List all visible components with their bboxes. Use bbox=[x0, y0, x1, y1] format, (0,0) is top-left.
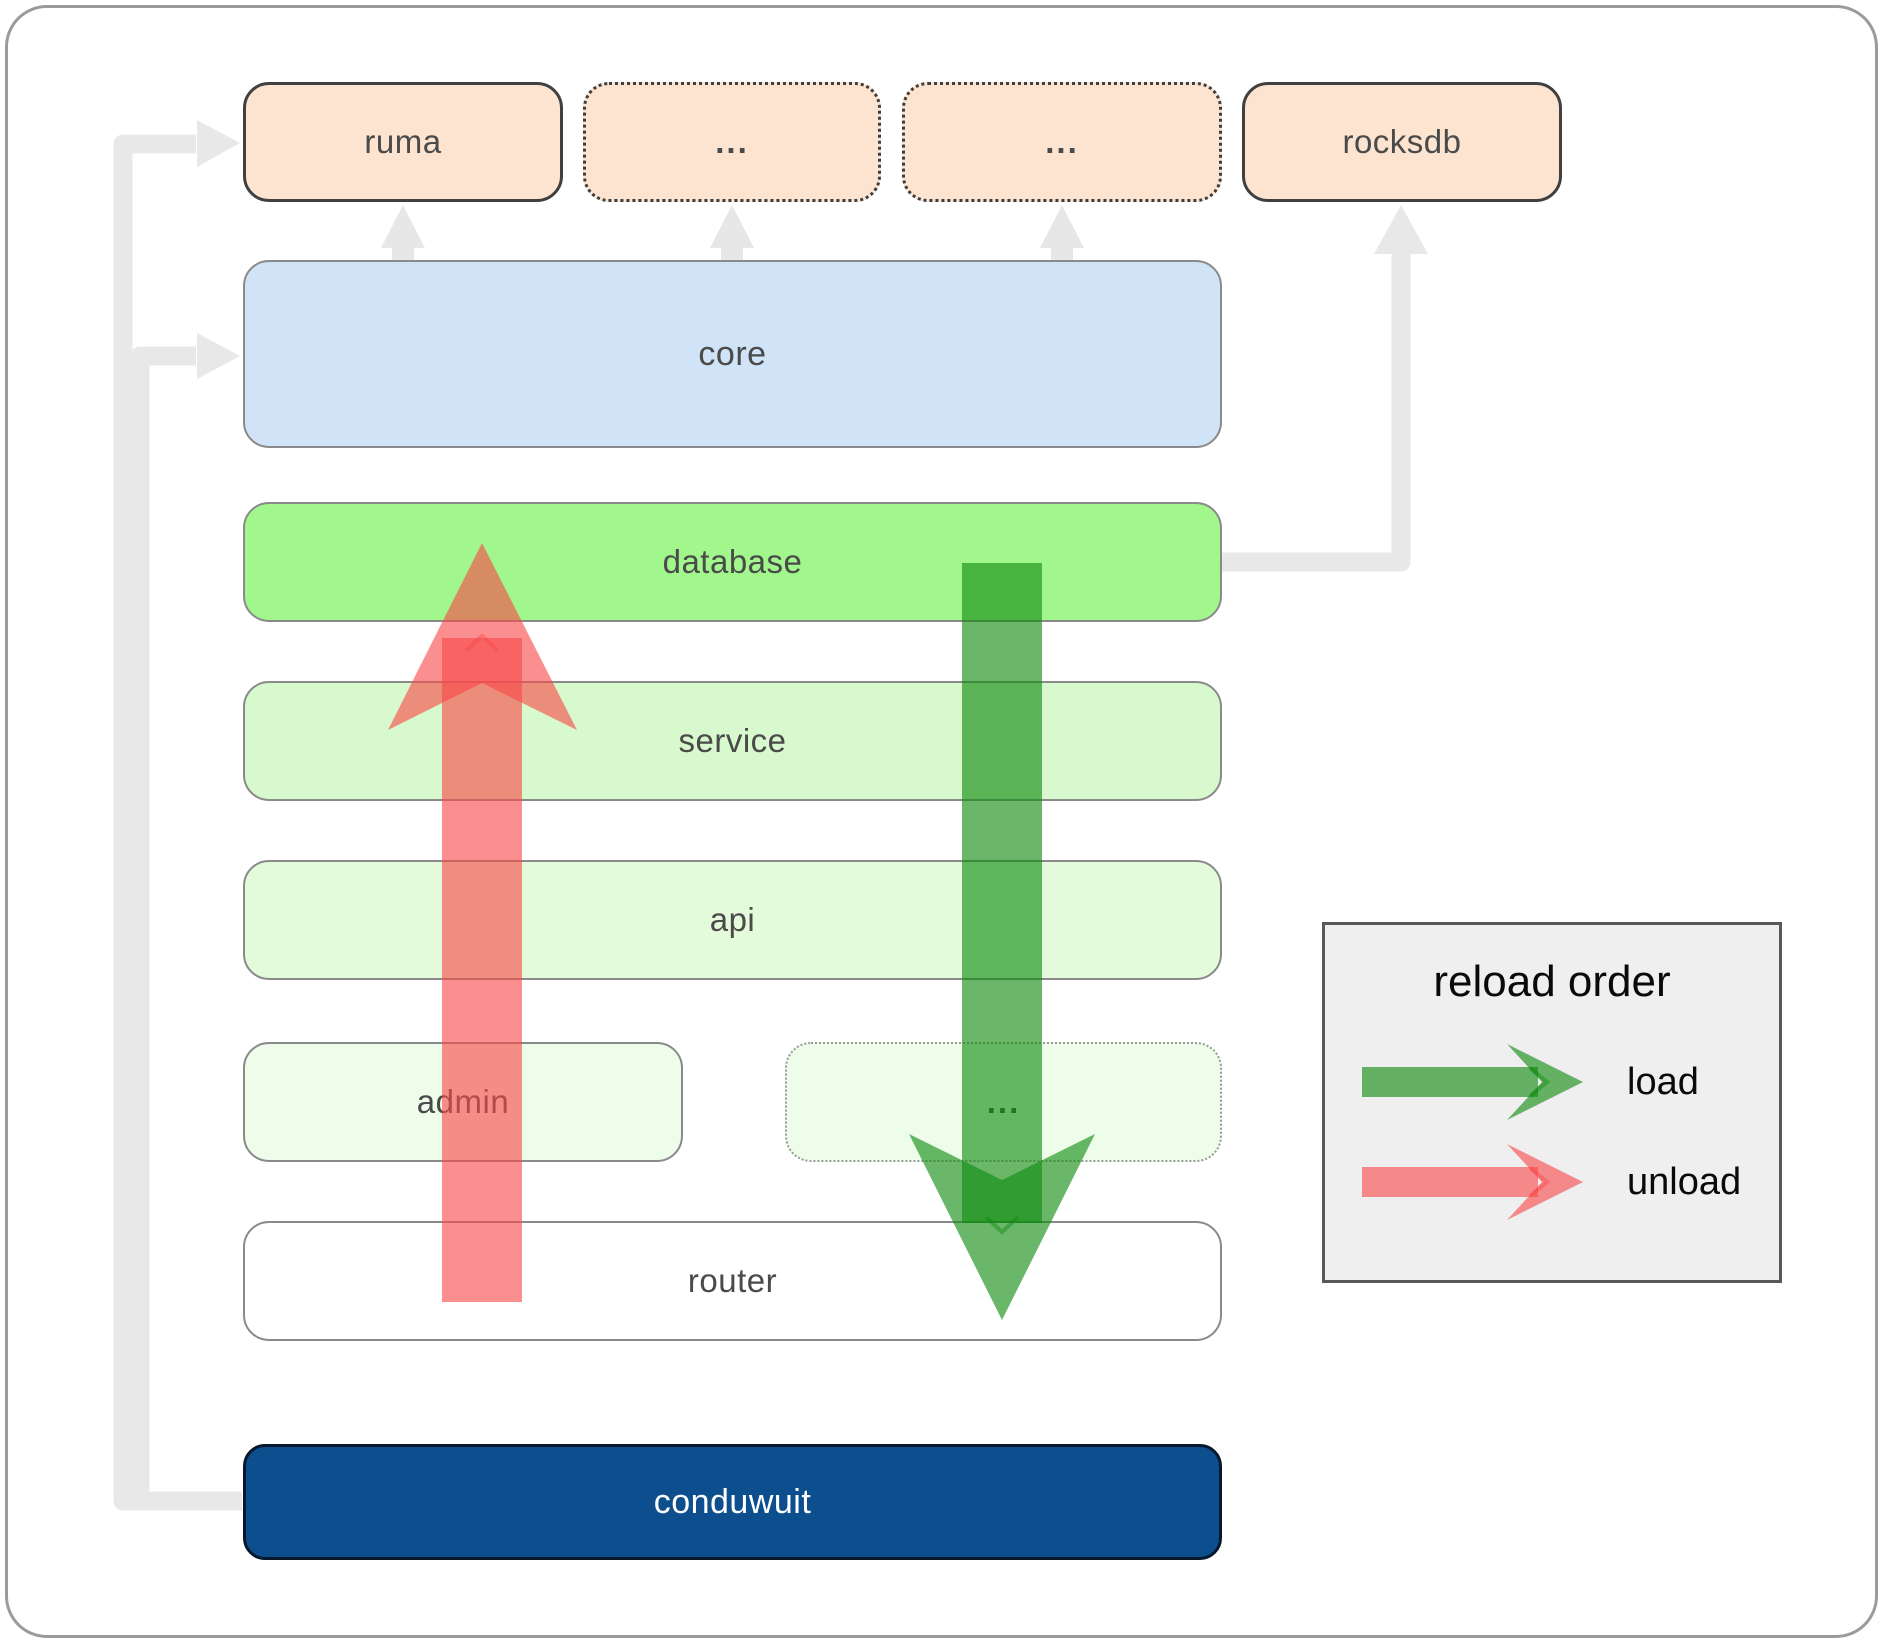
box-dependency-ellipsis-2: ... bbox=[902, 82, 1222, 202]
box-admin: admin bbox=[243, 1042, 683, 1162]
legend-load-label: load bbox=[1627, 1060, 1699, 1103]
box-dependency-ellipsis-2-label: ... bbox=[1045, 123, 1079, 160]
core-to-ellipsis1-arrow bbox=[710, 205, 754, 262]
arrowhead-to-rocksdb bbox=[1374, 205, 1428, 254]
box-rocksdb-label: rocksdb bbox=[1342, 123, 1462, 160]
box-database-label: database bbox=[662, 543, 803, 580]
box-database: database bbox=[243, 502, 1222, 622]
arrowhead-to-core bbox=[197, 333, 240, 379]
box-core-label: core bbox=[698, 334, 767, 373]
box-api-label: api bbox=[709, 901, 756, 938]
core-to-ellipsis2-arrow bbox=[1040, 205, 1084, 262]
box-admin-label: admin bbox=[416, 1083, 510, 1120]
box-ruma-label: ruma bbox=[364, 123, 442, 160]
box-router: router bbox=[243, 1221, 1222, 1341]
box-service-label: service bbox=[678, 722, 787, 759]
box-dependency-ellipsis-1: ... bbox=[583, 82, 881, 202]
legend-unload-label: unload bbox=[1627, 1160, 1742, 1203]
box-ruma: ruma bbox=[243, 82, 563, 202]
connector-conduwuit-to-core bbox=[130, 346, 242, 1511]
diagram-outer-border bbox=[5, 5, 1878, 1638]
box-crate-ellipsis: ... bbox=[785, 1042, 1222, 1162]
connector-database-to-rocksdb bbox=[1222, 254, 1411, 572]
box-core: core bbox=[243, 260, 1222, 448]
box-dependency-ellipsis-1-label: ... bbox=[715, 123, 749, 160]
legend-title: reload order bbox=[1433, 957, 1671, 1006]
box-api: api bbox=[243, 860, 1222, 980]
box-conduwuit-label: conduwuit bbox=[653, 1482, 812, 1521]
core-to-ruma-arrow bbox=[381, 205, 425, 262]
box-service: service bbox=[243, 681, 1222, 801]
box-router-label: router bbox=[687, 1262, 778, 1299]
box-conduwuit: conduwuit bbox=[243, 1444, 1222, 1560]
box-rocksdb: rocksdb bbox=[1242, 82, 1562, 202]
box-crate-ellipsis-label: ... bbox=[986, 1083, 1021, 1120]
arrowhead-to-ruma bbox=[197, 120, 240, 167]
unload-arrow-notch-icon bbox=[464, 633, 500, 653]
connector-conduwuit-to-ruma bbox=[113, 134, 242, 1511]
